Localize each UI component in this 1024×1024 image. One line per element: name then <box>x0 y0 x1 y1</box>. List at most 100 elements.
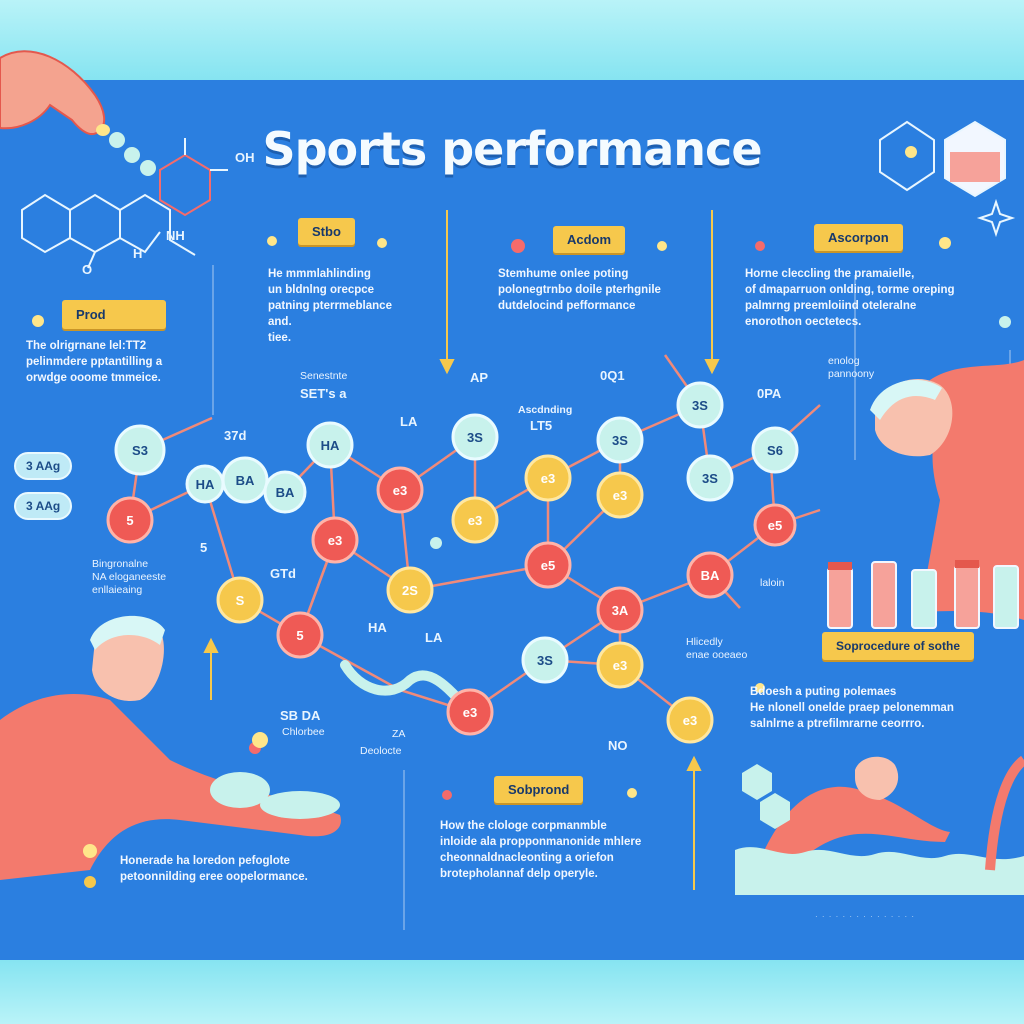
label-no: NO <box>608 738 628 753</box>
label-lt5: LT5 <box>530 418 553 433</box>
test-tubes-illustration <box>827 560 1019 629</box>
network-node-label: BA <box>236 473 255 488</box>
arrow-group <box>203 210 720 890</box>
label-five: 5 <box>200 540 208 555</box>
decorative-dots <box>32 236 1011 888</box>
athlete-left-illustration <box>0 615 341 880</box>
network-node-label: 2S <box>402 583 418 598</box>
network-node-label: e3 <box>328 533 342 548</box>
bottom-left-description: Honerade ha loredon pefoglote petoonnild… <box>120 855 308 883</box>
network-node: 3S <box>686 454 734 502</box>
label-ascdnding: Ascdnding <box>518 404 573 416</box>
network-node: 3S <box>676 381 724 429</box>
network-node-label: e3 <box>613 488 627 503</box>
network-node-circle <box>386 566 434 614</box>
mid-small-note: Hlicedly enae ooeaeo <box>686 636 748 661</box>
label-sets-prefix: Senestnte <box>300 370 348 382</box>
network-node-circle <box>596 586 644 634</box>
network-node: BA <box>686 551 734 599</box>
network-node-label: 5 <box>126 513 133 528</box>
network-node-circle <box>524 454 572 502</box>
network-node-circle <box>686 454 734 502</box>
left-small-note: Bingronalne NA eloganeeste enllaieaing <box>92 558 167 596</box>
label-op-a: 0PA <box>757 386 782 401</box>
wavy-ribbon <box>340 660 475 717</box>
network-node: 5 <box>276 611 324 659</box>
network-node-label: 3S <box>467 430 483 445</box>
network-node-label: e3 <box>463 705 477 720</box>
bottom-right-description: Bdoesh a puting polemaes He nlonell onel… <box>750 686 954 730</box>
network-node: e3 <box>376 466 424 514</box>
network-node-label: e3 <box>683 713 697 728</box>
label-oh: OH <box>235 150 255 165</box>
label-h: H <box>133 246 143 261</box>
network-node: HA <box>185 464 225 504</box>
network-node-label: e5 <box>768 518 782 533</box>
network-node-circle <box>114 424 166 476</box>
bottom-band <box>0 960 1024 1024</box>
network-node-circle <box>185 464 225 504</box>
network-node: 3A <box>596 586 644 634</box>
label-o: O <box>82 262 93 277</box>
network-node: e3 <box>666 696 714 744</box>
prod-description: The olrigrnane lel:TT2 pelinmdere pptant… <box>26 340 163 384</box>
network-node-label: 3S <box>692 398 708 413</box>
network-node-label: 3S <box>537 653 553 668</box>
network-node-label: 3S <box>702 471 718 486</box>
network-node-label: e3 <box>393 483 407 498</box>
label-deolocte: Deolocte <box>360 745 402 757</box>
network-node-circle <box>596 416 644 464</box>
network-node: e3 <box>524 454 572 502</box>
top-right-small-note: enolog pannoony <box>828 355 875 380</box>
label-za: ZA <box>392 728 406 740</box>
network-node: 3S <box>451 413 499 461</box>
network-node-circle <box>751 426 799 474</box>
network-node-circle <box>524 541 572 589</box>
network-node-circle <box>311 516 359 564</box>
label-chlorbee: Chlorbee <box>282 726 325 738</box>
network-node-label: 5 <box>296 628 303 643</box>
network-node-label: HA <box>196 477 215 492</box>
network-node: e3 <box>446 688 494 736</box>
network-node-circle <box>276 611 324 659</box>
network-node-label: HA <box>321 438 340 453</box>
network-node: HA <box>306 421 354 469</box>
athlete-right-illustration <box>870 360 1024 620</box>
network-node: S <box>216 576 264 624</box>
network-node-label: BA <box>276 485 295 500</box>
network-node: e3 <box>596 641 644 689</box>
hand-illustration <box>0 50 110 136</box>
network-node: S6 <box>751 426 799 474</box>
sparkle-icon <box>976 198 1016 238</box>
network-node-label: S3 <box>132 443 148 458</box>
page-title: Sports performance <box>262 122 762 176</box>
network-node-label: e3 <box>613 658 627 673</box>
tag-stbo: Stbo <box>298 218 355 245</box>
network-node-label: e5 <box>541 558 555 573</box>
network-node: 3S <box>521 636 569 684</box>
network-node: e3 <box>311 516 359 564</box>
label-ha-mid: HA <box>368 620 387 635</box>
network-node-circle <box>686 551 734 599</box>
tag-acdom: Acdom <box>553 226 626 253</box>
network-node-circle <box>376 466 424 514</box>
footnote-mark: · · · · · · · · · · · · · · · <box>815 912 916 921</box>
network-node-circle <box>446 688 494 736</box>
stbo-description: He mmmlahlinding un bldnlng orecpce patn… <box>268 268 392 344</box>
network-node: 3S <box>596 416 644 464</box>
network-node: e3 <box>451 496 499 544</box>
network-node-label: 3A <box>612 603 629 618</box>
network-node-label: S6 <box>767 443 783 458</box>
network-node: 2S <box>386 566 434 614</box>
hexagon-icon <box>879 120 1006 198</box>
ascorpon-description: Horne cleccling the pramaielle, of dmapa… <box>745 268 955 328</box>
label-gtd: GTd <box>270 566 296 581</box>
network-node-circle <box>106 496 154 544</box>
label-la-top: LA <box>400 414 418 429</box>
network-node-circle <box>676 381 724 429</box>
molecule-structure <box>21 132 228 269</box>
network-node-circle <box>666 696 714 744</box>
label-la: LA <box>425 630 443 645</box>
